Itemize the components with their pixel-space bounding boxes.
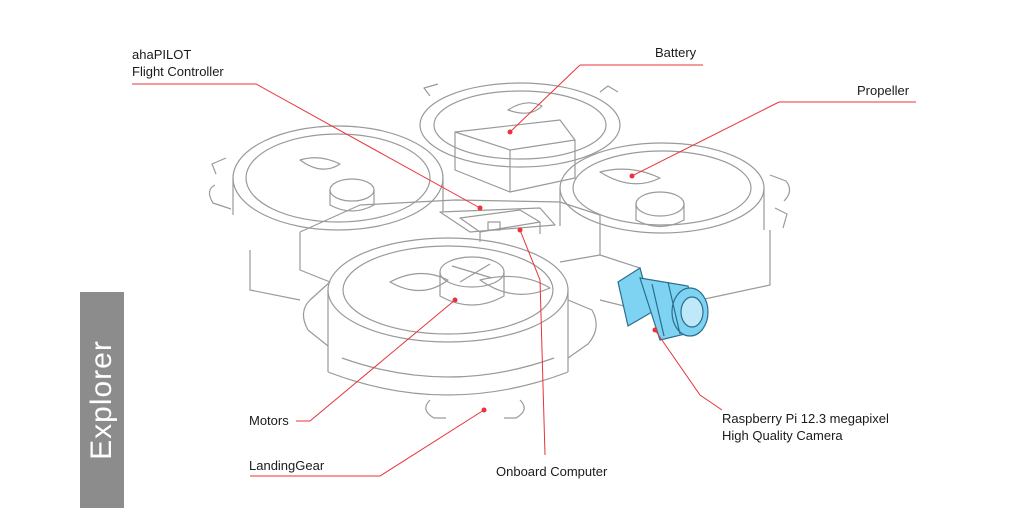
electronics-stack: [459, 209, 541, 242]
landing-gear-label: LandingGear: [249, 458, 325, 473]
camera-label-line1: Raspberry Pi 12.3 megapixel: [722, 411, 889, 426]
rotor-right: [559, 142, 791, 234]
explorer-side-tab: Explorer: [80, 292, 124, 508]
propeller-blades: [299, 102, 661, 295]
camera-module: [617, 267, 709, 341]
leader-dots: [452, 129, 658, 413]
leader-lines: [132, 64, 916, 477]
drone-frame: [249, 199, 771, 419]
battery-label: Battery: [655, 45, 697, 60]
motors-label: Motors: [249, 413, 289, 428]
camera-label: Raspberry Pi 12.3 megapixel High Quality…: [722, 410, 889, 444]
propeller-label: Propeller: [857, 83, 910, 98]
rotor-back-left: [208, 125, 444, 231]
rotor-front: [327, 237, 569, 396]
camera-label-line2: High Quality Camera: [722, 428, 843, 443]
flight-controller-label-line1: ahaPILOT: [132, 47, 192, 62]
rotor-back: [419, 82, 621, 168]
flight-controller-label: ahaPILOT Flight Controller: [132, 46, 224, 80]
battery-pack: [454, 119, 576, 193]
flight-controller-label-line2: Flight Controller: [132, 64, 224, 79]
explorer-title: Explorer: [85, 340, 118, 460]
motor-units: [329, 178, 685, 306]
onboard-computer-label: Onboard Computer: [496, 464, 608, 479]
